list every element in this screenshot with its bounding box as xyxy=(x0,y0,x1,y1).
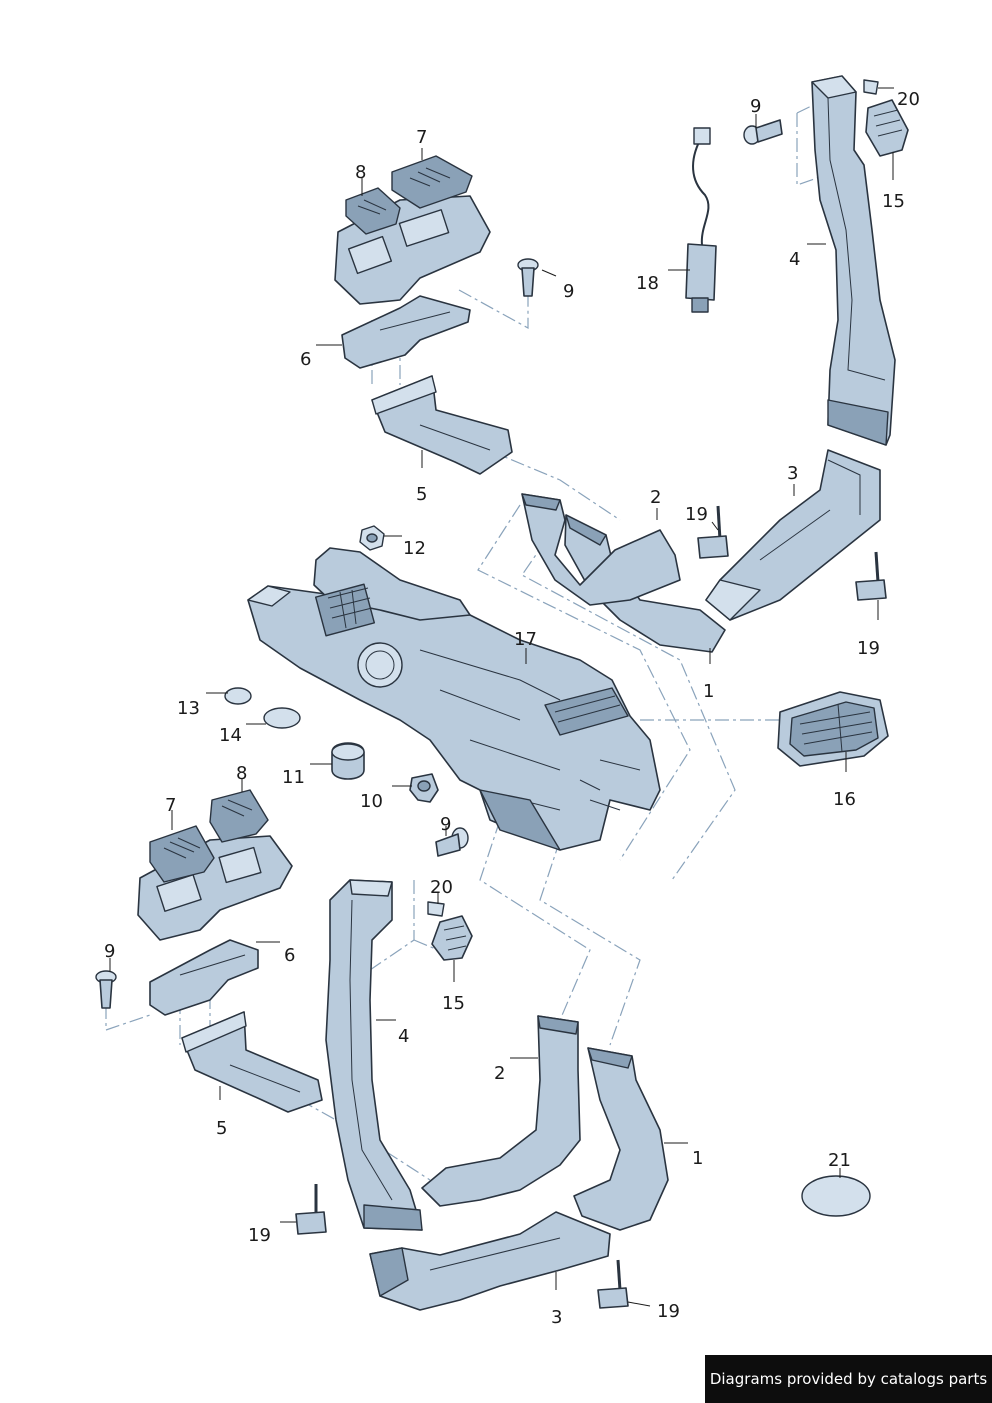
grille-part-8-upper xyxy=(345,187,401,235)
callout-9-upper-right: 9 xyxy=(750,96,761,117)
callout-6-upper: 6 xyxy=(300,349,311,370)
callout-15-upper: 15 xyxy=(882,191,905,212)
callout-2-upper: 2 xyxy=(650,487,661,508)
callout-8-upper: 8 xyxy=(355,162,366,183)
hvac-unit-part-17 xyxy=(247,547,661,851)
callout-9-lower-left: 9 xyxy=(104,941,115,962)
disc-part-21 xyxy=(801,1175,871,1217)
clip-part-20-lower xyxy=(427,901,445,917)
callout-7-lower: 7 xyxy=(165,795,176,816)
grille-part-7-upper xyxy=(391,155,473,209)
callout-18: 18 xyxy=(636,273,659,294)
duct-part-5-lower xyxy=(181,1011,323,1113)
callout-20-lower: 20 xyxy=(430,877,453,898)
callout-17: 17 xyxy=(514,629,537,650)
plug-part-14 xyxy=(263,707,301,729)
bracket-part-6-lower xyxy=(149,939,259,1016)
grommet-part-10 xyxy=(409,773,439,803)
callout-9-lower-center: 9 xyxy=(440,814,451,835)
callout-19-lower-left: 19 xyxy=(248,1225,271,1246)
callout-19-upper-right: 19 xyxy=(857,638,880,659)
duct-part-4-lower xyxy=(325,879,423,1231)
duct-part-2-upper xyxy=(521,493,681,606)
duct-part-3-lower xyxy=(369,1211,611,1311)
callout-16: 16 xyxy=(833,789,856,810)
callout-7-upper: 7 xyxy=(416,127,427,148)
gasket-plate-upper xyxy=(334,195,491,305)
callout-13: 13 xyxy=(177,698,200,719)
duct-part-5-upper xyxy=(371,375,513,475)
bracket-part-6-upper xyxy=(341,295,471,369)
callout-11: 11 xyxy=(282,767,305,788)
screw-part-9 xyxy=(95,119,783,1009)
callout-14: 14 xyxy=(219,725,242,746)
sensor-part-19-lower xyxy=(295,1184,629,1309)
duct-part-2-lower xyxy=(421,1015,581,1207)
callout-9-upper-left: 9 xyxy=(563,281,574,302)
nut-part-12 xyxy=(359,525,385,551)
callout-5-lower: 5 xyxy=(216,1118,227,1139)
callout-19-upper-left: 19 xyxy=(685,504,708,525)
callout-10: 10 xyxy=(360,791,383,812)
duct-part-4-upper xyxy=(811,75,896,446)
duct-part-3-upper xyxy=(705,449,881,621)
callout-5-upper: 5 xyxy=(416,484,427,505)
callout-2-lower: 2 xyxy=(494,1063,505,1084)
clip-part-20-upper xyxy=(863,79,879,95)
grille-part-8-lower xyxy=(209,789,269,843)
plug-part-13 xyxy=(224,687,252,705)
vent-part-16 xyxy=(777,691,889,767)
callout-labels: 7 8 9 6 5 9 20 15 4 18 3 2 19 12 19 17 1… xyxy=(104,89,920,1328)
attribution-banner: Diagrams provided by catalogs parts xyxy=(705,1355,992,1403)
callout-3-upper: 3 xyxy=(787,463,798,484)
callout-19-lower-right: 19 xyxy=(657,1301,680,1322)
vent-part-15-lower xyxy=(431,915,473,961)
callout-21: 21 xyxy=(828,1150,851,1171)
callout-20-upper: 20 xyxy=(897,89,920,110)
sensor-part-19-upper xyxy=(697,505,887,601)
callout-12: 12 xyxy=(403,538,426,559)
grille-part-7-lower xyxy=(149,825,215,883)
duct-part-1-lower xyxy=(573,1047,669,1231)
callout-3-lower: 3 xyxy=(551,1307,562,1328)
callout-1-lower: 1 xyxy=(692,1148,703,1169)
leader-lines xyxy=(109,87,894,1307)
sensor-part-18 xyxy=(685,127,717,313)
callout-4-upper: 4 xyxy=(789,249,800,270)
callout-4-lower: 4 xyxy=(398,1026,409,1047)
callout-6-lower: 6 xyxy=(284,945,295,966)
vent-part-15-upper xyxy=(865,99,909,157)
callout-1-upper: 1 xyxy=(703,681,714,702)
grommet-part-11 xyxy=(331,742,365,780)
callout-15-lower: 15 xyxy=(442,993,465,1014)
callout-8-lower: 8 xyxy=(236,763,247,784)
